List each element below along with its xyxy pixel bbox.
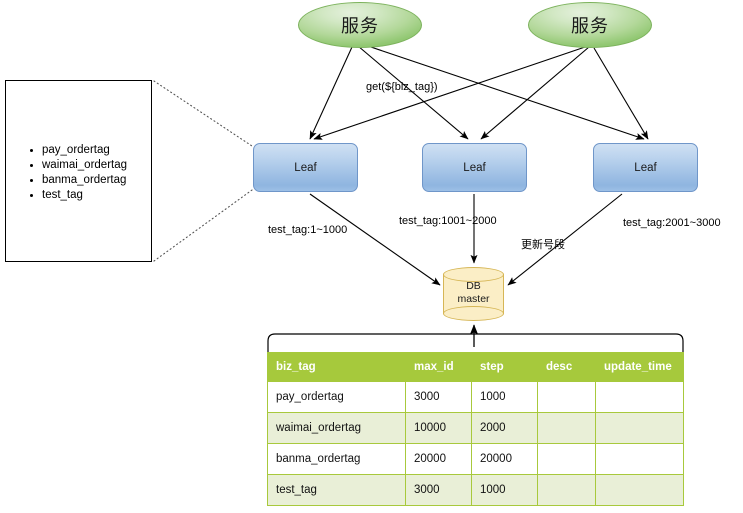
leaf-alloc-table: biz_tag max_id step desc update_time pay… — [267, 352, 684, 506]
edge-label-leaf1-segment: test_tag:1~1000 — [268, 224, 348, 236]
table-row[interactable]: pay_ordertag 3000 1000 — [267, 381, 684, 413]
cell-max-id: 3000 — [405, 474, 472, 506]
cell-step: 20000 — [471, 443, 538, 475]
service-node-2-label: 服务 — [571, 16, 609, 37]
service-node-2[interactable]: 服务 — [528, 2, 652, 48]
edge-label-update-segment: 更新号段 — [521, 238, 565, 251]
leaf-node-1-label: Leaf — [294, 161, 317, 174]
edge-label-leaf2-segment: test_tag:1001~2000 — [399, 215, 497, 227]
cell-desc — [537, 412, 596, 444]
service-node-1-label: 服务 — [341, 16, 379, 37]
cell-update-time — [595, 381, 684, 413]
table-header-row: biz_tag max_id step desc update_time — [267, 352, 684, 382]
database-node[interactable]: DB master — [443, 267, 504, 321]
cell-step: 1000 — [471, 474, 538, 506]
cell-biz-tag: test_tag — [267, 474, 406, 506]
db-cylinder-top — [443, 267, 504, 282]
leaf-node-2[interactable]: Leaf — [422, 143, 527, 192]
table-body: pay_ordertag 3000 1000 waimai_ordertag 1… — [267, 381, 684, 506]
db-label-line2: master — [457, 293, 490, 305]
column-header-update-time[interactable]: update_time — [595, 352, 684, 382]
cell-max-id: 10000 — [405, 412, 472, 444]
biz-tag-list-box: pay_ordertag waimai_ordertag banma_order… — [5, 80, 152, 262]
db-cylinder-bottom — [443, 306, 504, 321]
table-row[interactable]: test_tag 3000 1000 — [267, 474, 684, 506]
db-label-line1: DB — [466, 280, 481, 292]
table-bracket — [267, 333, 684, 352]
cell-desc — [537, 474, 596, 506]
list-item: pay_ordertag — [28, 143, 127, 158]
list-item: test_tag — [28, 188, 127, 203]
column-header-max-id[interactable]: max_id — [405, 352, 472, 382]
column-header-desc[interactable]: desc — [537, 352, 596, 382]
table-row[interactable]: banma_ordertag 20000 20000 — [267, 443, 684, 475]
cell-update-time — [595, 443, 684, 475]
edge-leaf1-db — [309, 193, 441, 286]
cell-desc — [537, 381, 596, 413]
db-label: DB master — [443, 280, 504, 306]
edge-svc2-leaf1 — [313, 45, 589, 140]
leaf-node-1[interactable]: Leaf — [253, 143, 358, 192]
leaf-node-2-label: Leaf — [463, 161, 486, 174]
callout-line-top — [153, 80, 253, 147]
cell-biz-tag: banma_ordertag — [267, 443, 406, 475]
biz-tag-list: pay_ordertag waimai_ordertag banma_order… — [28, 143, 127, 203]
edge-svc2-leaf3 — [593, 47, 649, 140]
list-item: banma_ordertag — [28, 173, 127, 188]
table-row[interactable]: waimai_ordertag 10000 2000 — [267, 412, 684, 444]
cell-update-time — [595, 412, 684, 444]
cell-max-id: 20000 — [405, 443, 472, 475]
leaf-node-3[interactable]: Leaf — [593, 143, 698, 192]
column-header-step[interactable]: step — [471, 352, 538, 382]
cell-desc — [537, 443, 596, 475]
service-node-1[interactable]: 服务 — [298, 2, 422, 48]
edge-svc1-leaf1 — [309, 46, 353, 140]
edge-label-get-request: get(${biz_tag}) — [366, 81, 438, 93]
cell-max-id: 3000 — [405, 381, 472, 413]
cell-update-time — [595, 474, 684, 506]
list-item: waimai_ordertag — [28, 158, 127, 173]
table-head: biz_tag max_id step desc update_time — [267, 352, 684, 382]
cell-step: 1000 — [471, 381, 538, 413]
edge-svc2-leaf2 — [480, 46, 590, 140]
edge-label-leaf3-segment: test_tag:2001~3000 — [623, 217, 721, 229]
leaf-node-3-label: Leaf — [634, 161, 657, 174]
cell-biz-tag: waimai_ordertag — [267, 412, 406, 444]
column-header-biz-tag[interactable]: biz_tag — [267, 352, 406, 382]
cell-step: 2000 — [471, 412, 538, 444]
cell-biz-tag: pay_ordertag — [267, 381, 406, 413]
callout-line-bottom — [153, 189, 253, 262]
